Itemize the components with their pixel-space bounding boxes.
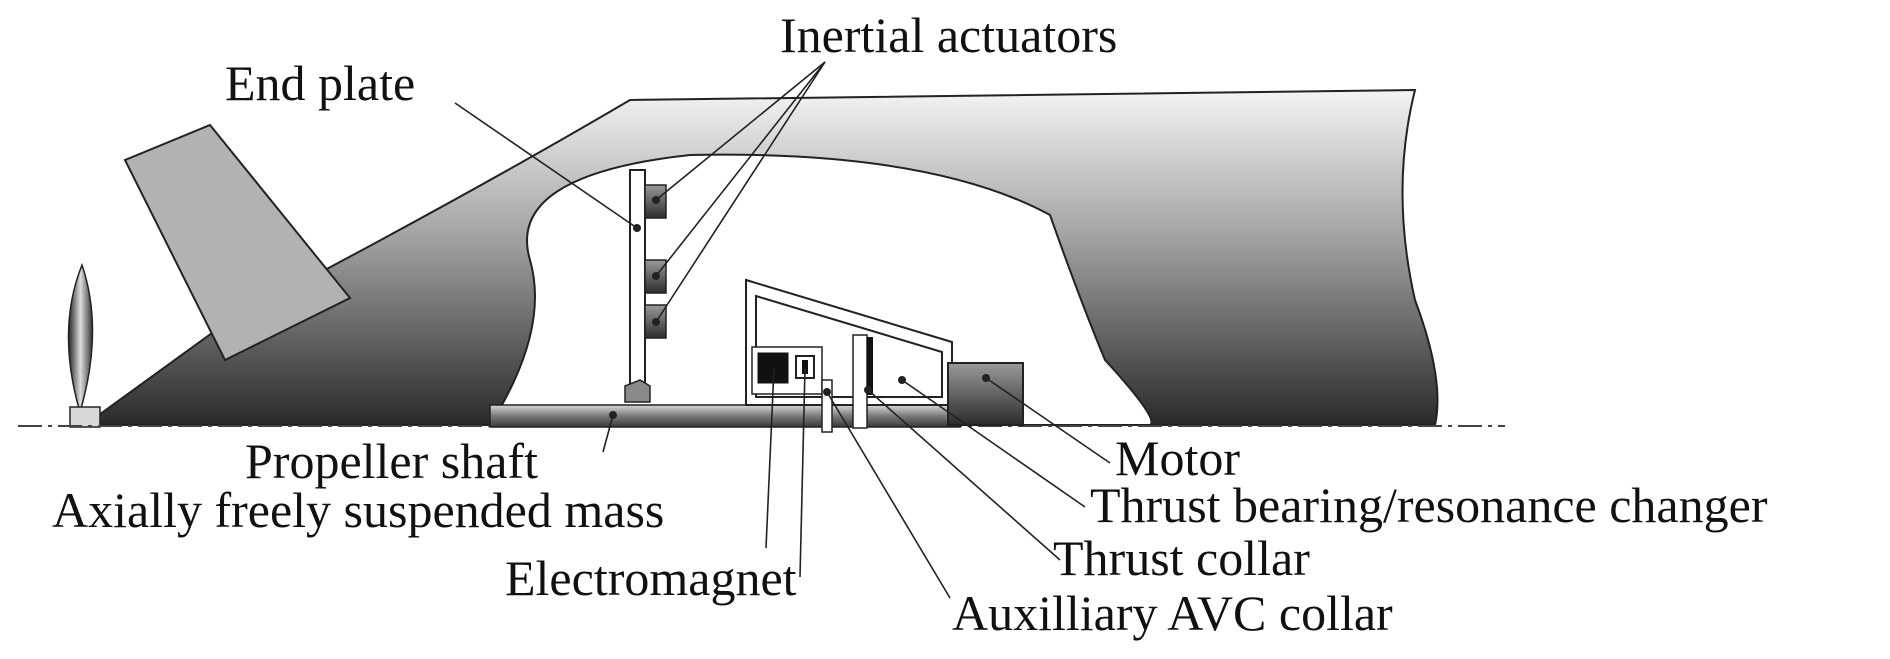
label-avc-collar: Auxilliary AVC collar	[952, 585, 1393, 641]
electromagnet-core	[802, 360, 808, 374]
propeller-hub	[69, 406, 101, 428]
leader-dots	[609, 196, 990, 419]
leader-lines	[454, 61, 1111, 599]
avc-collar	[821, 379, 833, 433]
label-thrust-bearing: Thrust bearing/resonance changer	[1090, 477, 1768, 533]
rudder	[123, 123, 352, 362]
label-electromagnet: Electromagnet	[505, 550, 797, 606]
thrust-bearing-pad	[867, 337, 873, 395]
label-suspended-mass: Axially freely suspended mass	[52, 482, 664, 538]
propeller	[67, 262, 94, 415]
label-end-plate: End plate	[225, 55, 415, 111]
thrust-collar	[852, 334, 868, 429]
motor	[947, 362, 1024, 426]
end-plate	[629, 169, 646, 386]
label-thrust-collar: Thrust collar	[1053, 530, 1310, 586]
label-inertial-actuators: Inertial actuators	[780, 7, 1117, 63]
hull	[81, 88, 1439, 426]
end-plate-support	[624, 379, 651, 403]
label-motor: Motor	[1115, 430, 1240, 486]
label-propeller-shaft: Propeller shaft	[245, 433, 538, 489]
